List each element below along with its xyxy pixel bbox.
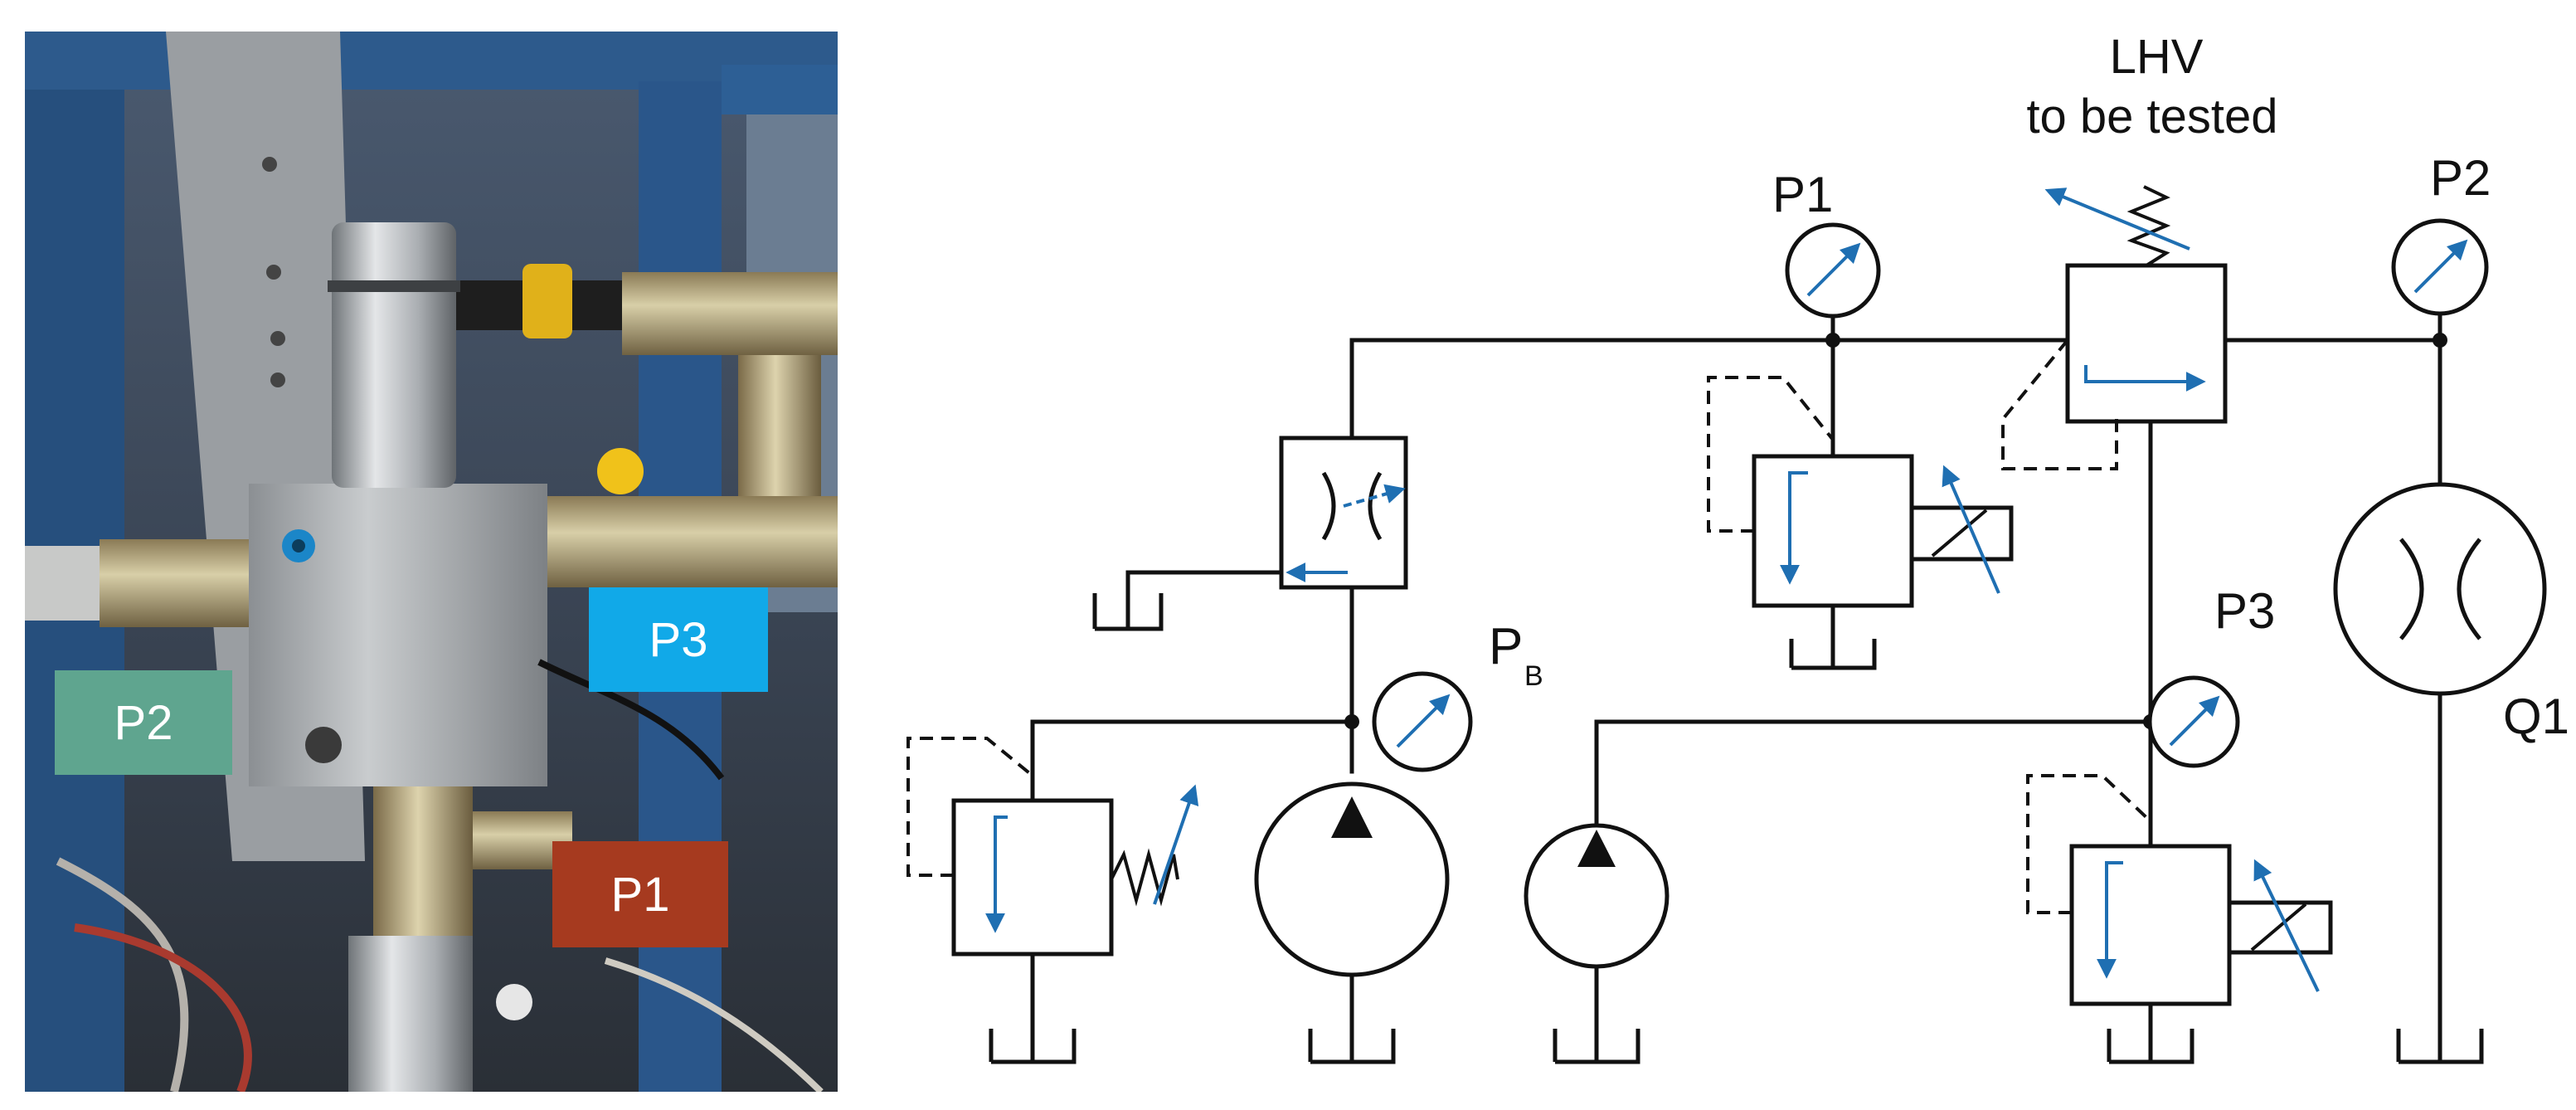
proportional-relief-valve-p1 xyxy=(1707,376,2014,608)
bench-photo: P2 P3 P1 xyxy=(25,32,838,1092)
gauge-p2-label: P2 xyxy=(2430,150,2491,206)
gauge-pb xyxy=(1372,671,1473,772)
proportional-relief-valve-p3 xyxy=(2026,774,2333,1006)
gauge-p1-label: P1 xyxy=(1772,167,1833,222)
lhv-subtitle: to be tested xyxy=(2026,90,2277,144)
main-pump xyxy=(1254,781,1450,977)
gauge-p3 xyxy=(2147,675,2240,768)
gauge-p3-label: P3 xyxy=(2214,583,2275,639)
port-label-p1: P1 xyxy=(552,841,728,947)
flow-meter-q1 xyxy=(2333,482,2547,696)
port-label-p3: P3 xyxy=(589,587,768,692)
gauge-pb-label: P xyxy=(1489,618,1523,675)
relief-valve-pump xyxy=(906,737,1199,957)
flow-q1-label: Q1 xyxy=(2503,689,2569,744)
gauge-p2 xyxy=(2391,218,2489,316)
gauge-p1 xyxy=(1785,222,1881,319)
flow-control-valve xyxy=(1279,436,1408,590)
lhv-valve xyxy=(2001,185,2228,470)
port-label-p2: P2 xyxy=(55,670,232,775)
bench-photo-illustration xyxy=(25,32,838,1092)
tank-symbols xyxy=(989,593,2484,1064)
hydraulic-schematic: LHV to be tested P1 P2 P3 P B Q1 xyxy=(906,30,2569,1064)
lhv-title: LHV xyxy=(2110,30,2204,84)
secondary-pump xyxy=(1524,823,1670,969)
gauge-pb-subscript: B xyxy=(1524,660,1543,692)
